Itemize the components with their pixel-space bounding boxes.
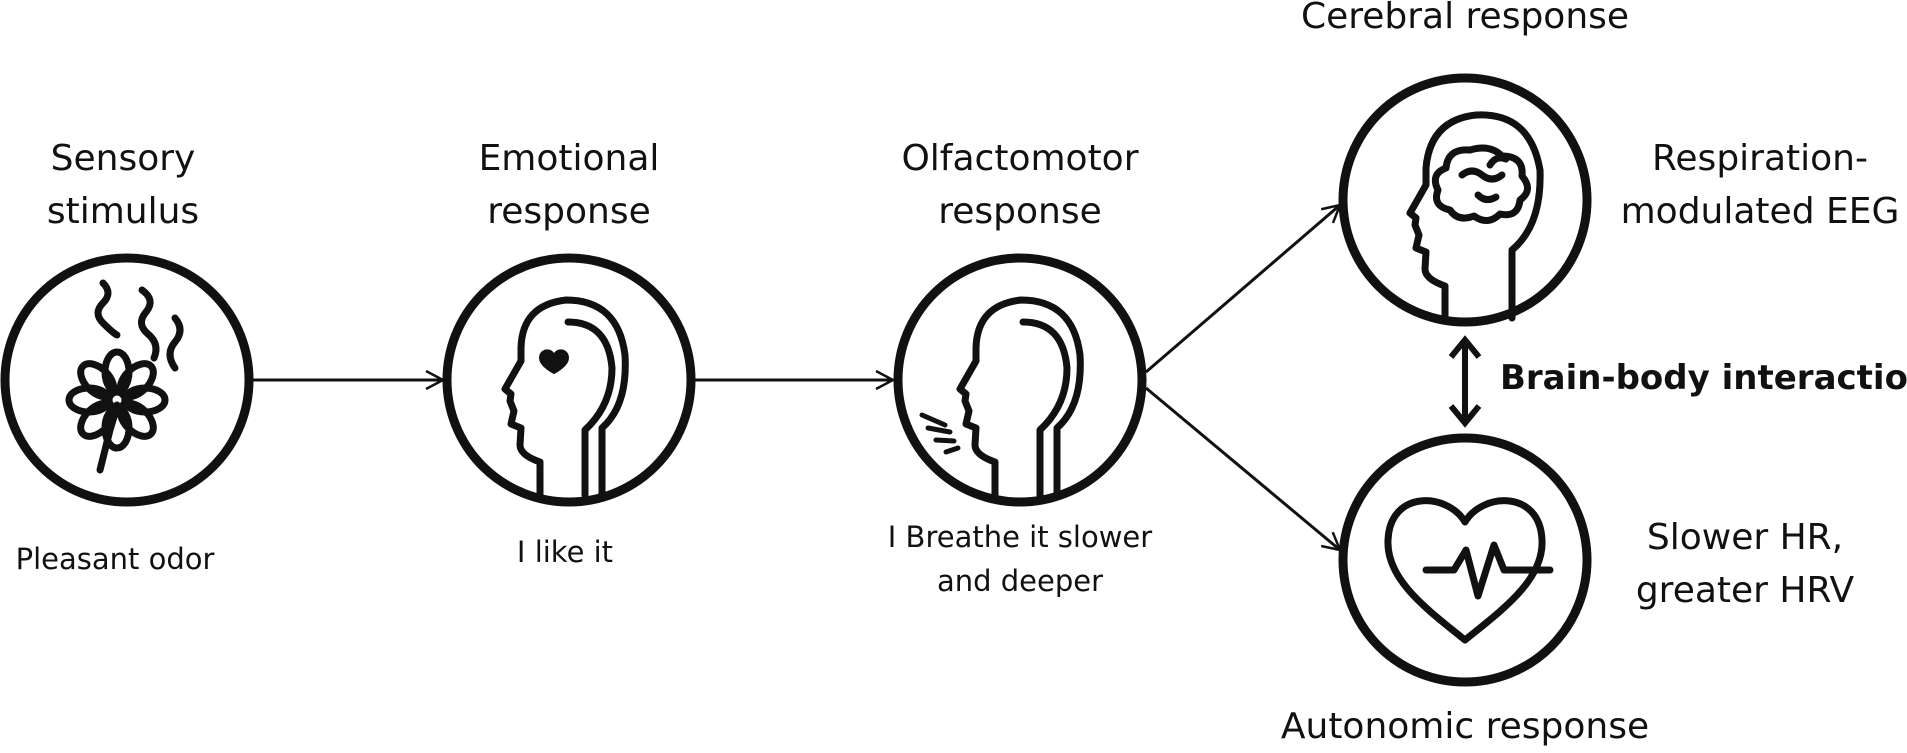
emotional-circle	[442, 253, 696, 507]
autonomic-side-label: Slower HR, greater HRV	[1635, 517, 1855, 611]
cerebral-side-label: Respiration- modulated EEG	[1620, 138, 1900, 232]
stimulus-caption: Pleasant odor	[15, 542, 215, 576]
autonomic-title: Autonomic response	[1280, 706, 1650, 747]
emotional-title: Emotional response	[478, 138, 660, 232]
brain-body-double-arrow	[1448, 335, 1482, 428]
olfactomotor-caption: I Breathe it slower and deeper	[887, 520, 1153, 598]
cerebral-title: Cerebral response	[1300, 0, 1630, 37]
head-brain-icon	[1406, 111, 1544, 322]
brain-body-interaction-label: Brain-body interaction	[1500, 358, 1907, 398]
cerebral-circle	[1338, 73, 1592, 327]
autonomic-circle	[1338, 433, 1592, 687]
olfactomotor-title: Olfactomotor response	[901, 138, 1139, 232]
heart-rate-icon	[1384, 497, 1554, 644]
stimulus-circle	[0, 253, 254, 507]
olfactomotor-circle	[893, 253, 1147, 507]
arrow-to-cerebral	[1145, 203, 1343, 374]
head-breathing-icon	[919, 296, 1084, 499]
emotional-caption: I like it	[516, 535, 614, 569]
stimulus-title: Sensory stimulus	[46, 138, 200, 232]
flower-odor-icon	[65, 279, 184, 474]
arrow-to-autonomic	[1145, 386, 1343, 552]
head-heart-icon	[501, 296, 629, 499]
